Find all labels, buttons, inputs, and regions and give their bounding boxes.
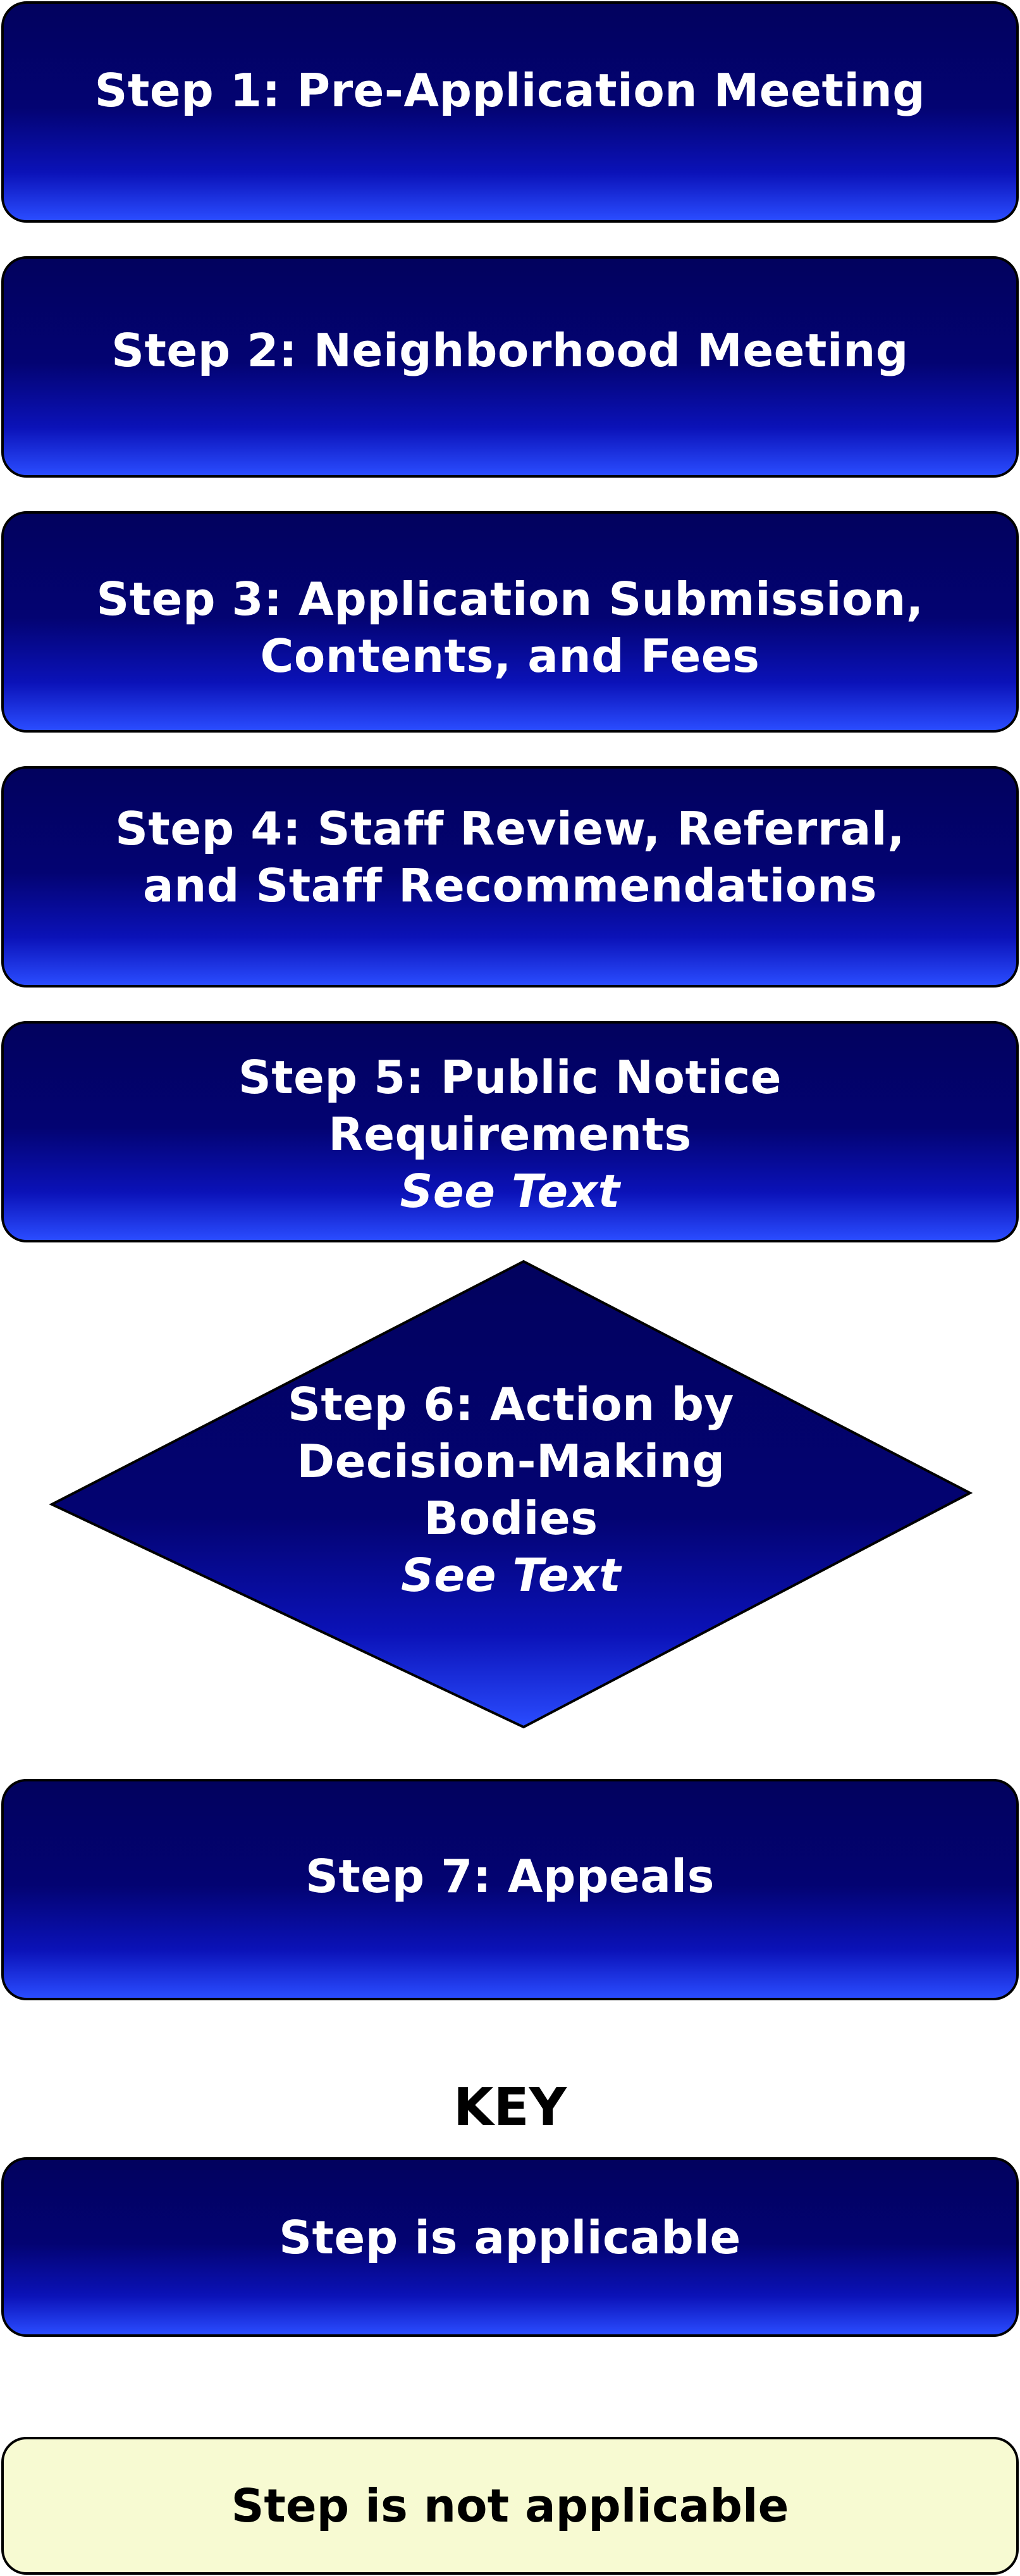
key-applicable-label: Step is applicable — [279, 2211, 741, 2264]
key-not-applicable-label: Step is not applicable — [231, 2479, 789, 2532]
step-1-box: Step 1: Pre-Application Meeting — [1, 1, 1019, 223]
step-6-label-line-2: Decision-Making — [297, 1435, 725, 1488]
step-4-box: Step 4: Staff Review, Referral, and Staf… — [1, 766, 1019, 988]
step-4-label-line-1: Step 4: Staff Review, Referral, — [115, 802, 905, 855]
step-3-label-line-2: Contents, and Fees — [260, 629, 760, 683]
step-2-box: Step 2: Neighborhood Meeting — [1, 256, 1019, 478]
step-4-label-line-2: and Staff Recommendations — [143, 859, 877, 912]
key-not-applicable-box: Step is not applicable — [1, 2437, 1019, 2575]
key-title: KEY — [453, 2078, 567, 2138]
step-6-decision-diamond: Step 6: Action by Decision-Making Bodies… — [49, 1259, 973, 1730]
step-5-box: Step 5: Public Notice Requirements See T… — [1, 1021, 1019, 1242]
step-7-label: Step 7: Appeals — [305, 1850, 715, 1903]
step-6-see-text: See Text — [400, 1549, 622, 1602]
step-3-label-line-1: Step 3: Application Submission, — [96, 573, 924, 626]
step-5-label-line-2: Requirements — [328, 1108, 692, 1161]
step-2-label: Step 2: Neighborhood Meeting — [111, 324, 909, 377]
step-3-box: Step 3: Application Submission, Contents… — [1, 511, 1019, 733]
step-5-label-line-1: Step 5: Public Notice — [238, 1051, 782, 1104]
step-7-box: Step 7: Appeals — [1, 1779, 1019, 2000]
diamond-shape — [49, 1260, 973, 1729]
step-5-see-text: See Text — [400, 1165, 620, 1218]
step-6-label-line-3: Bodies — [424, 1492, 598, 1545]
key-applicable-box: Step is applicable — [1, 2157, 1019, 2337]
step-1-label: Step 1: Pre-Application Meeting — [94, 64, 926, 117]
step-6-label-line-1: Step 6: Action by — [288, 1378, 734, 1431]
